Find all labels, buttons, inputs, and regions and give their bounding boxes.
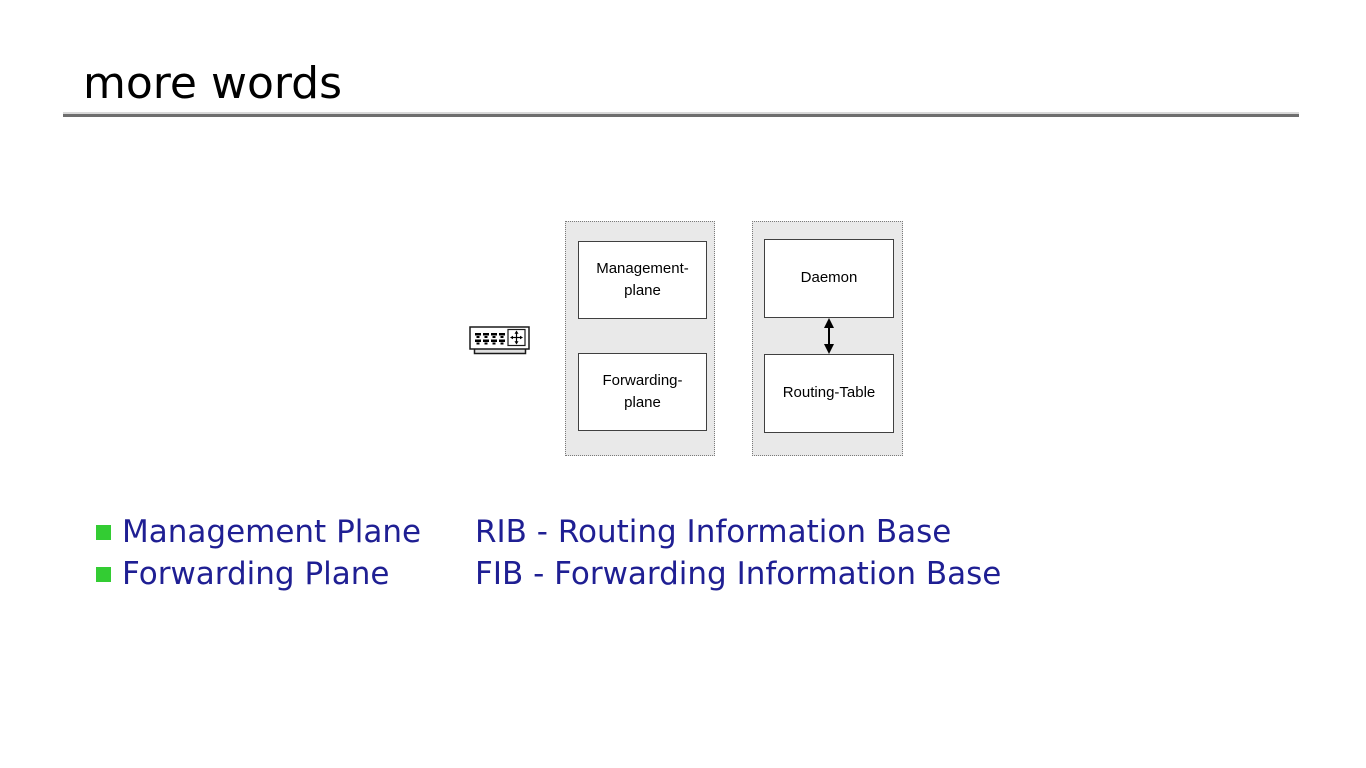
bullet-item-management-plane: Management Plane (96, 513, 421, 551)
forwarding-plane-box: Forwarding- plane (578, 353, 707, 431)
routing-table-box: Routing-Table (764, 354, 894, 433)
router-device-icon (469, 326, 530, 355)
bullet-item-forwarding-plane: Forwarding Plane (96, 555, 389, 593)
title-underline (63, 112, 1299, 117)
definition-fib: FIB - Forwarding Information Base (475, 556, 1002, 592)
management-plane-box: Management- plane (578, 241, 707, 319)
management-plane-label: Management- plane (596, 259, 689, 300)
page-title: more words (83, 58, 343, 109)
daemon-group-container: Daemon Routing-Table (752, 221, 903, 456)
bullet-square-icon (96, 524, 111, 540)
definition-rib: RIB - Routing Information Base (475, 514, 952, 550)
port-marks-icon (475, 333, 505, 345)
cross-arrows-icon (507, 328, 526, 347)
bullet-square-icon (96, 566, 111, 582)
bullet-label-forwarding-plane: Forwarding Plane (122, 556, 390, 592)
daemon-label: Daemon (800, 269, 858, 287)
forwarding-plane-label: Forwarding- plane (602, 371, 683, 412)
up-down-arrow-icon (824, 318, 834, 354)
bullet-label-management-plane: Management Plane (122, 514, 422, 550)
routing-table-label: Routing-Table (782, 384, 876, 402)
planes-group-container: Management- plane Forwarding- plane (565, 221, 715, 456)
daemon-box: Daemon (764, 239, 894, 318)
